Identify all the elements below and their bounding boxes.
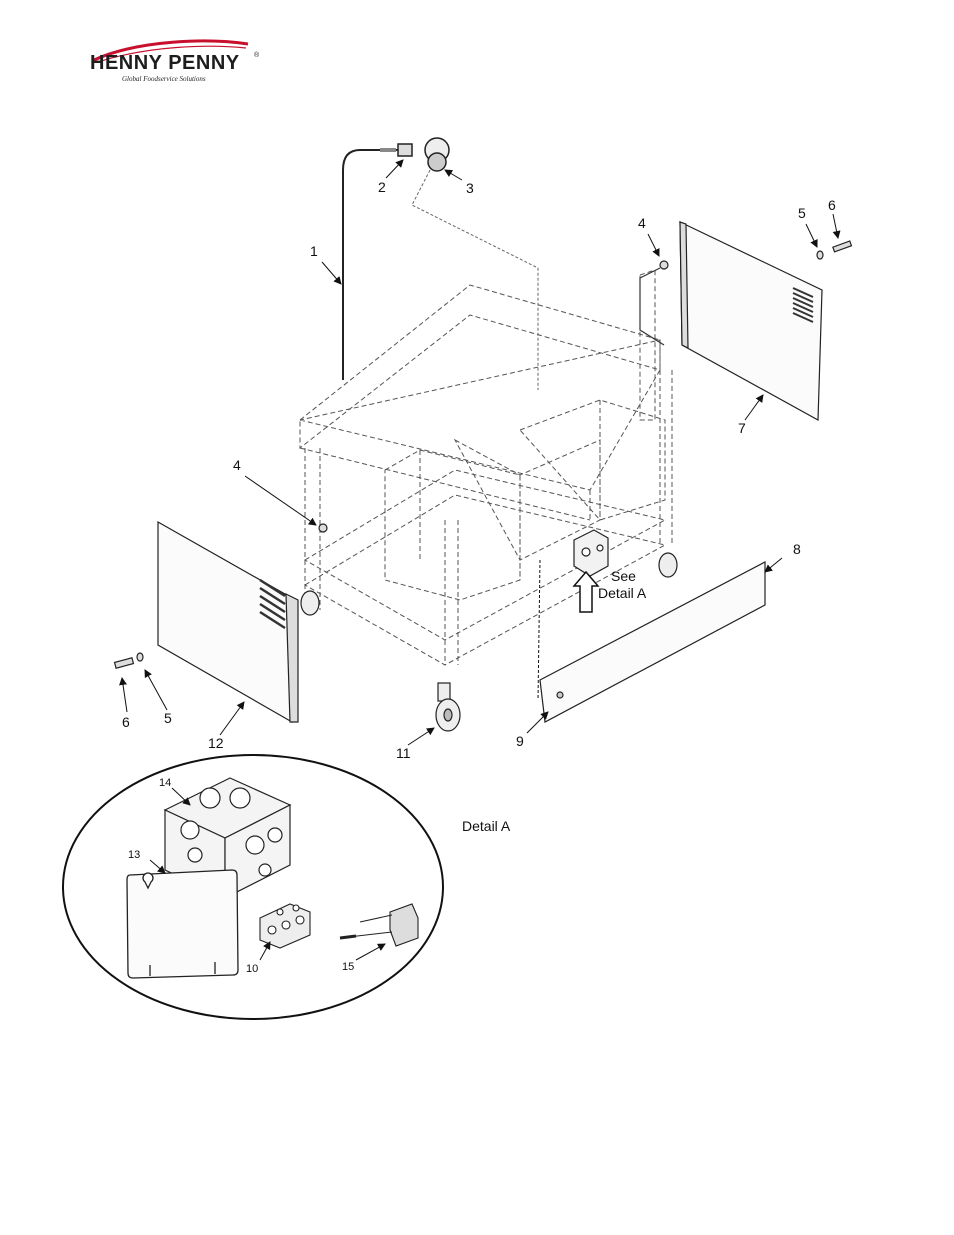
- callout-2: 2: [378, 179, 386, 195]
- leader-lines: [119, 159, 841, 746]
- front-side-panel: [157, 520, 299, 724]
- callout-6-front: 6: [122, 714, 130, 730]
- callout-10: 10: [246, 963, 258, 975]
- callout-4-front: 4: [233, 457, 241, 473]
- see-detail-line-1: See: [611, 568, 636, 584]
- casters: [300, 552, 678, 732]
- detail-a-title: Detail A: [462, 818, 511, 834]
- callout-7: 7: [738, 420, 746, 436]
- callout-8: 8: [793, 541, 801, 557]
- callout-12: 12: [208, 735, 224, 751]
- callout-15: 15: [342, 961, 354, 973]
- logo-tagline: Global Foodservice Solutions: [122, 75, 206, 83]
- rear-side-panel: [679, 221, 823, 421]
- junction-box-small: [573, 529, 609, 577]
- capacitor-component: [339, 903, 419, 947]
- rear-fasteners: [639, 240, 853, 346]
- callout-5-front: 5: [164, 710, 172, 726]
- callout-9: 9: [516, 733, 524, 749]
- bottom-skirt-panel: [539, 561, 766, 723]
- logo-registered-mark: ®: [254, 52, 260, 59]
- logo-swoosh-icon: [93, 39, 249, 63]
- callout-4-rear: 4: [638, 215, 646, 231]
- cover-plate: [126, 869, 239, 979]
- logo-wordmark: HENNY PENNY: [90, 52, 240, 74]
- callout-3: 3: [466, 180, 474, 196]
- callout-14: 14: [159, 777, 171, 789]
- see-detail-arrow-icon: [572, 570, 600, 613]
- fryer-frame: [299, 269, 673, 666]
- see-detail-line-2: Detail A: [598, 585, 647, 601]
- callout-13: 13: [128, 849, 140, 861]
- henny-penny-logo: HENNY PENNY ® Global Foodservice Solutio…: [88, 38, 268, 88]
- callout-5-rear: 5: [798, 205, 806, 221]
- terminal-block: [259, 903, 311, 949]
- front-fasteners: [113, 523, 328, 669]
- callout-6-rear: 6: [828, 197, 836, 213]
- callout-11: 11: [396, 745, 411, 761]
- probe-assembly: [342, 137, 539, 390]
- callout-1: 1: [310, 243, 318, 259]
- detail-a-inset: 14 13 10 15: [62, 754, 444, 1020]
